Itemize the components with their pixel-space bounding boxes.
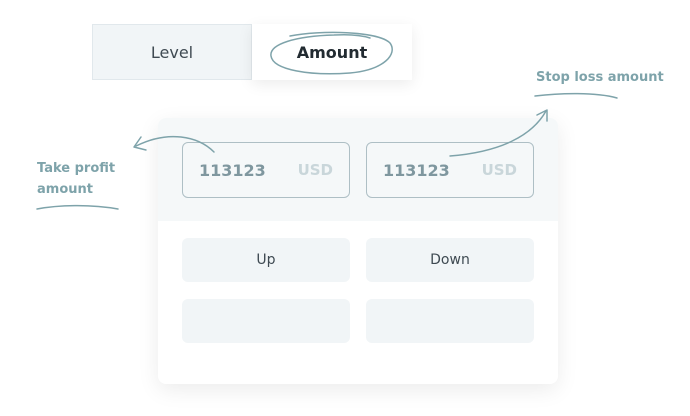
take-profit-annotation: Take profit amount: [37, 161, 116, 197]
stop-loss-value: 113123: [383, 160, 450, 180]
take-profit-currency: USD: [297, 161, 333, 179]
tab-amount-label: Amount: [296, 42, 368, 62]
down-button-label: Down: [430, 252, 470, 268]
up-button[interactable]: Up: [182, 238, 350, 282]
take-profit-arrowhead-icon: [133, 136, 147, 151]
stop-loss-annotation: Stop loss amount: [536, 70, 664, 85]
take-profit-underline: [36, 204, 119, 210]
down-button[interactable]: Down: [366, 238, 534, 282]
empty-option-left[interactable]: [182, 299, 350, 343]
take-profit-value: 113123: [199, 160, 266, 180]
empty-option-right[interactable]: [366, 299, 534, 343]
stop-loss-underline: [534, 92, 618, 99]
stop-loss-currency: USD: [481, 161, 517, 179]
order-card: 113123 USD 113123 USD Up Down: [158, 118, 558, 384]
stop-loss-input[interactable]: 113123 USD: [366, 142, 534, 198]
order-type-tabs: Level Amount: [92, 24, 412, 80]
tab-amount[interactable]: Amount: [252, 24, 412, 80]
up-button-label: Up: [256, 252, 276, 268]
tab-level[interactable]: Level: [92, 24, 252, 80]
tab-level-label: Level: [150, 42, 194, 62]
take-profit-input[interactable]: 113123 USD: [182, 142, 350, 198]
